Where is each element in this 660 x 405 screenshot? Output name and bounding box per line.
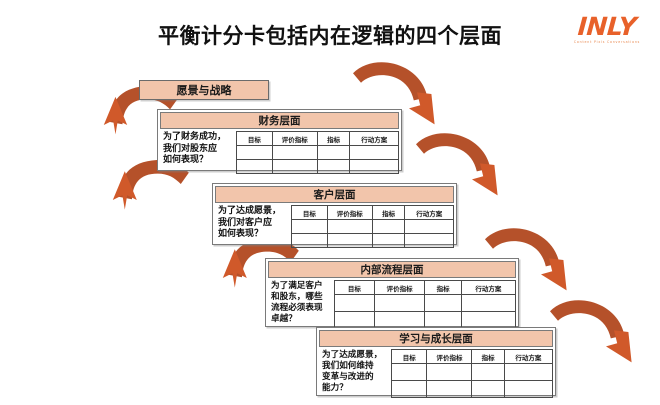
panel-internal-process-table: 目标 评价指标 指标 行动方案: [334, 280, 517, 329]
panel-financial: 财务层面 为了财务成功， 我们对股东应 如何表现？ 目标 评价指标 指标 行动方…: [157, 109, 402, 174]
panel-learning-growth-body: 为了达成愿景， 我们如何维持 变革与改进的 能力？ 目标 评价指标 指标 行动方…: [319, 349, 554, 398]
table-header-row: 目标 评价指标 指标 行动方案: [236, 131, 399, 146]
inly-logo: INLY Content Pixls Conversations: [568, 12, 646, 45]
col-header-target: 指标: [471, 349, 505, 364]
col-header-measure: 评价指标: [326, 205, 373, 220]
table-row: [236, 145, 399, 160]
col-header-initiative: 行动方案: [404, 205, 454, 220]
panel-customer: 客户层面 为了达成愿景， 我们对客户应 如何表现？ 目标 评价指标 指标 行动方…: [212, 183, 457, 248]
col-header-target: 指标: [424, 280, 462, 295]
table-row: [291, 233, 454, 248]
col-header-initiative: 行动方案: [460, 280, 517, 295]
table-row: [390, 380, 554, 398]
col-header-measure: 评价指标: [373, 280, 426, 295]
panel-internal-process-title: 内部流程层面: [268, 261, 516, 278]
col-header-objective: 目标: [390, 349, 428, 364]
vision-strategy-label: 愿景与战略: [176, 84, 232, 97]
panel-financial-question: 为了财务成功， 我们对股东应 如何表现？: [163, 132, 227, 166]
panel-customer-body: 为了达成愿景， 我们对客户应 如何表现？ 目标 评价指标 指标 行动方案: [215, 205, 454, 248]
col-header-measure: 评价指标: [271, 131, 318, 146]
table-row: [291, 219, 454, 234]
panel-customer-table: 目标 评价指标 指标 行动方案: [291, 205, 454, 248]
panel-title-text: 客户层面: [313, 189, 356, 201]
table-row: [390, 363, 554, 381]
panel-internal-process-body: 为了满足客户 和股东，哪些 流程必须表现 卓越？ 目标 评价指标 指标 行动方案: [268, 280, 517, 329]
col-header-initiative: 行动方案: [503, 349, 554, 364]
page-title: 平衡计分卡包括内在逻辑的四个层面: [158, 24, 502, 48]
panel-title-text: 学习与成长层面: [399, 333, 473, 345]
panel-title-text: 内部流程层面: [360, 264, 424, 276]
vision-strategy-bar: 愿景与战略: [139, 80, 269, 100]
table-row: [334, 294, 517, 312]
col-header-objective: 目标: [291, 205, 328, 220]
logo-wordmark: INLY: [576, 12, 638, 41]
col-header-objective: 目标: [334, 280, 375, 295]
table-header-row: 目标 评价指标 指标 行动方案: [334, 280, 517, 295]
panel-learning-growth-table: 目标 评价指标 指标 行动方案: [390, 349, 554, 398]
logo-tagline: Content Pixls Conversations: [573, 39, 641, 45]
panel-learning-growth-title: 学习与成长层面: [319, 330, 553, 347]
table-header-row: 目标 评价指标 指标 行动方案: [390, 349, 554, 364]
col-header-target: 指标: [371, 205, 406, 220]
panel-internal-process: 内部流程层面 为了满足客户 和股东，哪些 流程必须表现 卓越？ 目标 评价指标 …: [265, 258, 519, 329]
panel-financial-title: 财务层面: [160, 112, 399, 129]
panel-customer-title: 客户层面: [215, 186, 454, 203]
table-row: [236, 159, 399, 174]
panel-title-text: 财务层面: [258, 115, 301, 127]
table-row: [334, 311, 517, 329]
col-header-measure: 评价指标: [426, 349, 473, 364]
col-header-initiative: 行动方案: [349, 131, 399, 146]
panel-financial-table: 目标 评价指标 指标 行动方案: [236, 131, 399, 174]
panel-customer-question: 为了达成愿景， 我们对客户应 如何表现？: [218, 206, 282, 240]
panel-internal-process-question: 为了满足客户 和股东，哪些 流程必须表现 卓越？: [271, 281, 323, 324]
table-header-row: 目标 评价指标 指标 行动方案: [291, 205, 454, 220]
arrow-internal-to-learning-right: [550, 300, 632, 363]
panel-learning-growth: 学习与成长层面 为了达成愿景， 我们如何维持 变革与改进的 能力？ 目标 评价指…: [316, 327, 556, 398]
panel-financial-body: 为了财务成功， 我们对股东应 如何表现？ 目标 评价指标 指标 行动方案: [160, 131, 399, 174]
col-header-target: 指标: [316, 131, 351, 146]
panel-learning-growth-question: 为了达成愿景， 我们如何维持 变革与改进的 能力？: [322, 350, 383, 393]
col-header-objective: 目标: [236, 131, 273, 146]
